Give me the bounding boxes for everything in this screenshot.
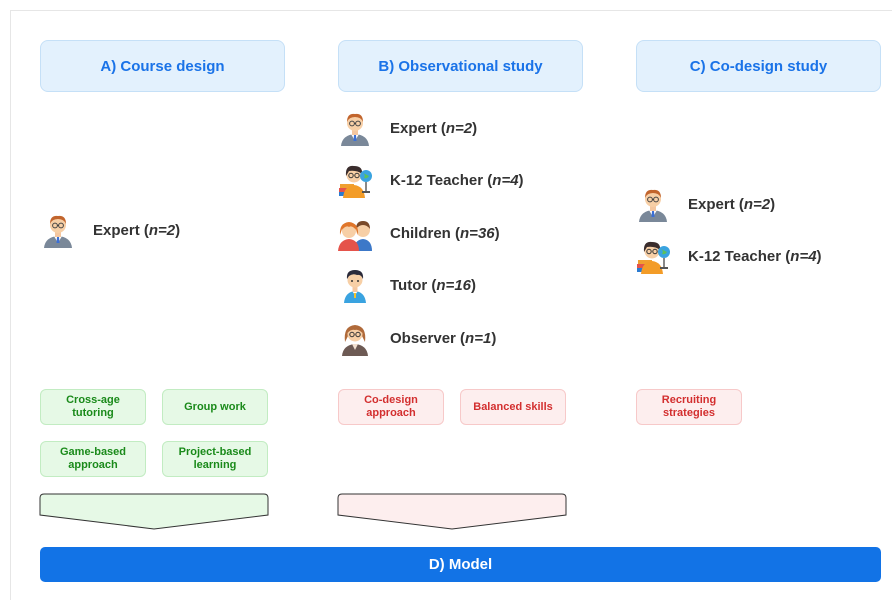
funnel-observational-study [337, 493, 567, 530]
header-co-design-study-label: C) Co-design study [689, 57, 828, 75]
participant-expert-c: Expert (n=2) [635, 186, 775, 222]
tag-co-design-approach: Co-design approach [338, 389, 444, 425]
header-course-design-label: A) Course design [100, 57, 225, 75]
participant-label: K-12 Teacher (n=4) [390, 171, 524, 189]
expert-icon [635, 186, 671, 222]
participant-observer-b: Observer (n=1) [337, 320, 496, 356]
tag-group-work: Group work [162, 389, 268, 425]
header-co-design-study: C) Co-design study [636, 40, 881, 92]
participant-label: K-12 Teacher (n=4) [688, 247, 822, 265]
observer-icon [337, 320, 373, 356]
frame-border-left [10, 10, 11, 600]
participant-label: Tutor (n=16) [390, 276, 476, 294]
participant-label: Expert (n=2) [390, 119, 478, 137]
participant-label: Expert (n=2) [93, 221, 181, 239]
expert-icon [40, 212, 76, 248]
participant-label: Observer (n=1) [390, 329, 497, 347]
tag-game-based-approach: Game-based approach [40, 441, 146, 477]
model-bar: D) Model [40, 547, 881, 582]
children-icon [337, 215, 373, 251]
participant-tutor-b: Tutor (n=16) [337, 267, 476, 303]
teacher-icon [337, 162, 373, 198]
participant-children-b: Children (n=36) [337, 215, 500, 251]
tutor-icon [337, 267, 373, 303]
header-observational-study: B) Observational study [338, 40, 583, 92]
header-course-design: A) Course design [40, 40, 285, 92]
frame-border-top [10, 10, 892, 11]
header-observational-study-label: B) Observational study [378, 57, 543, 75]
model-label: D) Model [428, 556, 493, 573]
tag-recruiting-strategies: Recruiting strategies [636, 389, 742, 425]
tag-balanced-skills: Balanced skills [460, 389, 566, 425]
participant-expert-a: Expert (n=2) [40, 212, 180, 248]
expert-icon [337, 110, 373, 146]
participant-expert-b: Expert (n=2) [337, 110, 477, 146]
participant-label: Expert (n=2) [688, 195, 776, 213]
teacher-icon [635, 238, 671, 274]
participant-teacher-b: K-12 Teacher (n=4) [337, 162, 524, 198]
tag-project-based-learning: Project-based learning [162, 441, 268, 477]
funnel-course-design [39, 493, 269, 530]
participant-label: Children (n=36) [390, 224, 500, 242]
participant-teacher-c: K-12 Teacher (n=4) [635, 238, 822, 274]
tag-cross-age-tutoring: Cross-age tutoring [40, 389, 146, 425]
